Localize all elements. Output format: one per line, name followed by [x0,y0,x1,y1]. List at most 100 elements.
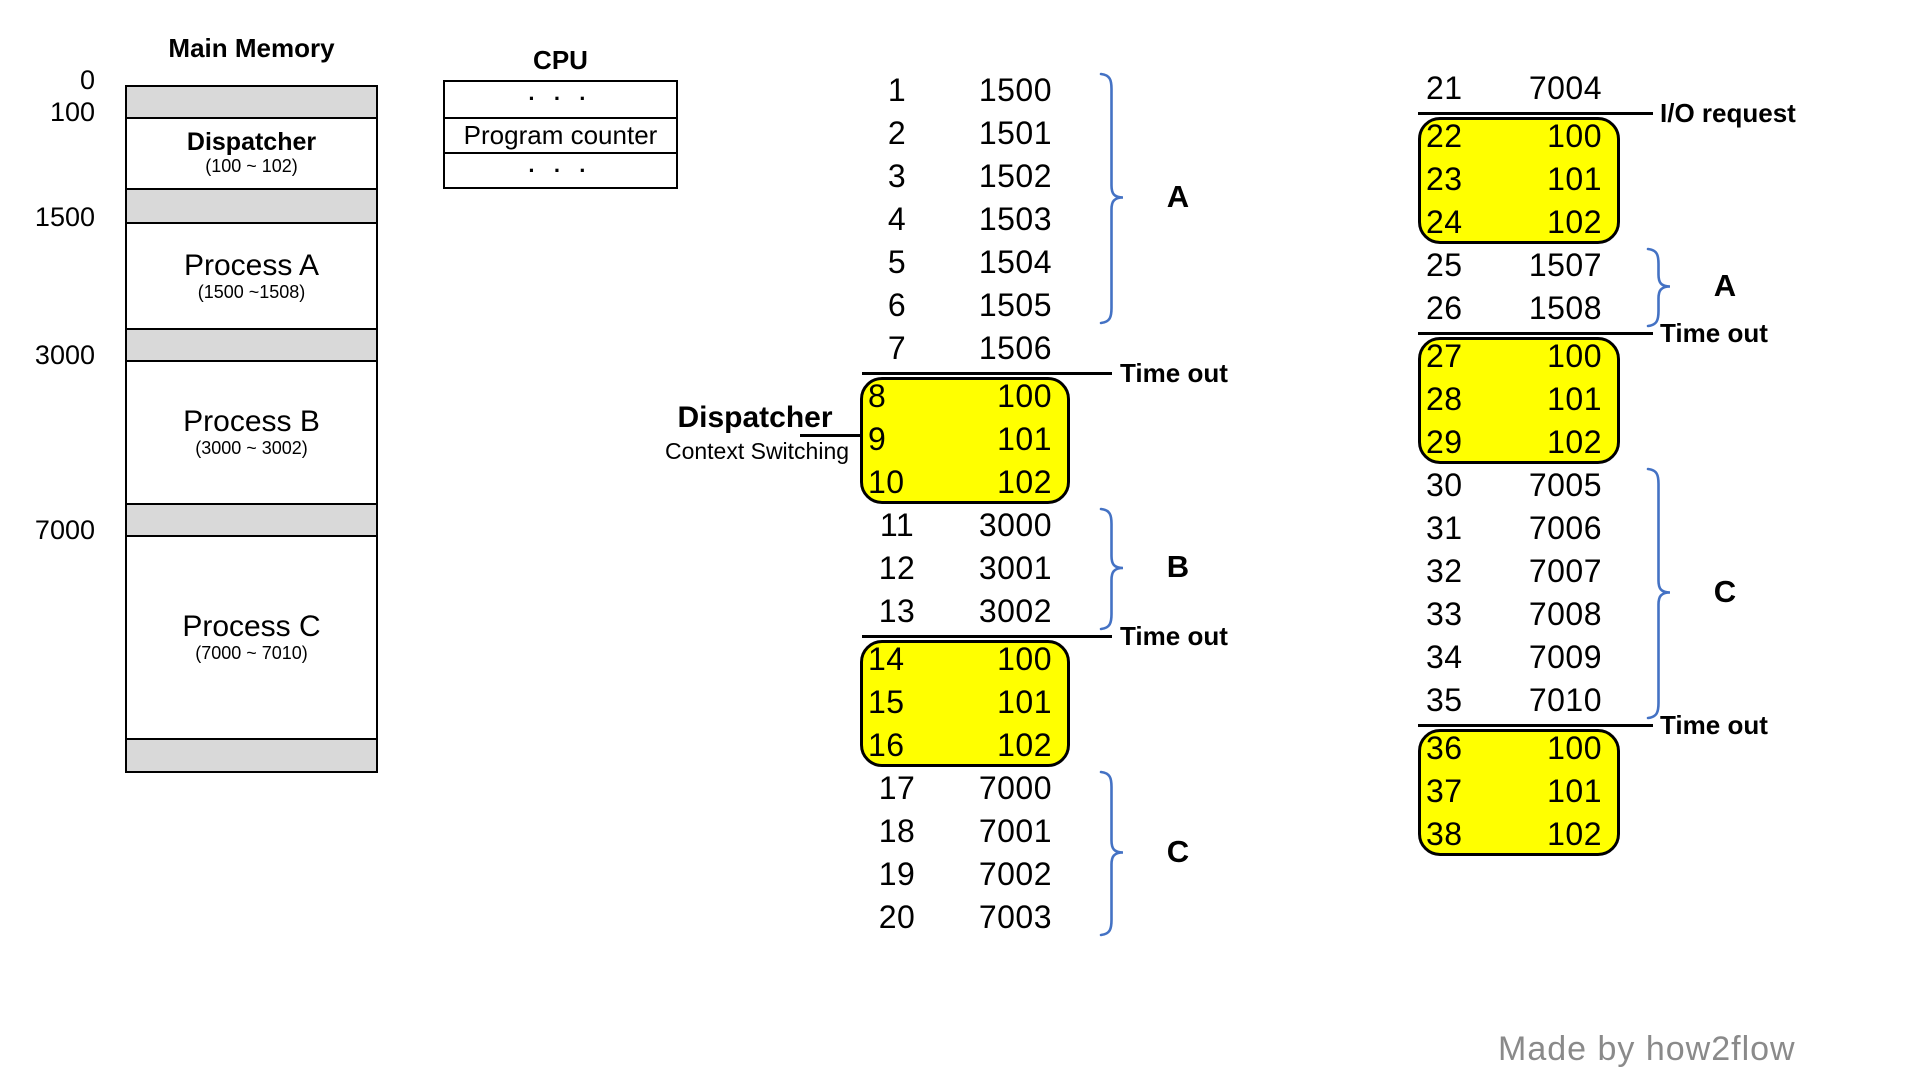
memory-segment-range: (3000 ~ 3002) [195,438,308,459]
watermark: Made by how2flow [1498,1030,1796,1068]
separator-line [1418,724,1653,727]
curly-brace-icon [1098,507,1126,631]
cpu-ellipsis-row: · · · [445,152,676,187]
memory-block-dispatcher: Dispatcher(100 ~ 102) [125,117,378,190]
curly-brace-icon [1645,467,1673,720]
cpu-title: CPU [533,45,588,75]
trace-step: 21 [1426,70,1463,106]
trace-value: 1505 [978,287,1052,323]
trace-value: 100 [1547,730,1602,766]
trace-value: 7004 [1528,70,1602,106]
trace-step: 1 [887,72,907,108]
trace-step: 38 [1426,816,1463,852]
memory-address-label: 3000 [34,340,95,370]
separator-line [1418,112,1653,115]
trace-step: 27 [1426,338,1463,374]
trace-value: 100 [1547,118,1602,154]
highlight-box [860,640,1070,767]
trace-step: 29 [1426,424,1463,460]
cpu-ellipsis-row: · · · [528,86,593,111]
memory-block-process-a: Process A(1500 ~1508) [125,222,378,330]
trace-value: 7002 [978,856,1052,892]
trace-step: 26 [1426,290,1463,326]
trace-step: 9 [868,421,887,457]
memory-address-label: 1500 [34,202,95,232]
trace-step: 19 [878,856,916,892]
process-group-label: C [1166,833,1190,869]
memory-address-label: 100 [49,97,95,127]
process-group-label: B [1166,549,1190,584]
separator-label: Time out [1660,710,1768,740]
trace-step: 20 [878,899,916,935]
memory-segment-range: (1500 ~1508) [197,281,306,302]
curly-brace-icon [1098,770,1126,937]
trace-value: 7003 [978,899,1052,935]
trace-step: 24 [1426,204,1463,240]
trace-value: 3001 [978,550,1052,586]
separator-line [862,635,1112,638]
trace-step: 34 [1426,639,1463,675]
trace-step: 36 [1426,730,1463,766]
cpu-program-counter-row: Program counter [445,117,676,152]
memory-segment-name: Process A [183,248,320,282]
separator-line [862,372,1112,375]
memory-block-gap [125,503,378,537]
dispatcher-connector-line [800,434,862,437]
memory-address-label: 7000 [34,515,95,545]
trace-step: 28 [1426,381,1463,417]
trace-value: 3000 [978,507,1052,543]
trace-step: 4 [887,201,907,237]
trace-value: 100 [1547,338,1602,374]
process-group-label: A [1713,267,1737,303]
trace-step: 13 [878,593,916,629]
trace-step: 30 [1426,467,1463,503]
trace-step: 12 [878,550,916,586]
trace-value: 102 [997,727,1052,763]
memory-block-process-c: Process C(7000 ~ 7010) [125,535,378,740]
memory-address-label: 0 [79,65,95,95]
highlight-box [1418,117,1620,244]
memory-segment-name: Process C [182,610,321,644]
trace-step: 16 [868,727,905,763]
trace-value: 1503 [978,201,1052,237]
process-group-label: C [1713,573,1737,609]
trace-step: 7 [887,330,907,366]
separator-label: I/O request [1660,98,1796,128]
trace-value: 100 [997,641,1052,677]
memory-title: Main Memory [168,33,335,63]
highlight-box [1418,337,1620,464]
cpu-box: · · ·Program counter· · · [443,80,678,189]
trace-step: 32 [1426,553,1463,589]
trace-step: 23 [1426,161,1463,197]
trace-value: 101 [1547,773,1602,809]
curly-brace-icon [1645,247,1673,328]
trace-value: 7010 [1528,682,1602,718]
trace-value: 7008 [1528,596,1602,632]
trace-value: 7005 [1528,467,1602,503]
trace-step: 3 [887,158,907,194]
trace-step: 2 [887,115,907,151]
trace-step: 31 [1426,510,1463,546]
trace-value: 1507 [1528,247,1602,283]
trace-value: 7001 [978,813,1052,849]
trace-value: 102 [1547,424,1602,460]
highlight-box [860,377,1070,504]
memory-segment-name: Process B [183,405,320,439]
trace-value: 7007 [1528,553,1602,589]
trace-step: 6 [887,287,907,323]
trace-step: 18 [878,813,916,849]
trace-value: 3002 [978,593,1052,629]
trace-value: 102 [997,464,1052,500]
trace-value: 1502 [978,158,1052,194]
trace-step: 33 [1426,596,1463,632]
memory-segment-range: (100 ~ 102) [205,156,298,177]
trace-value: 101 [997,421,1052,457]
trace-step: 11 [879,507,915,543]
trace-value: 102 [1547,204,1602,240]
process-group-label: A [1166,178,1190,214]
trace-step: 5 [887,244,907,280]
trace-value: 1508 [1528,290,1602,326]
trace-value: 101 [1547,161,1602,197]
separator-label: Time out [1120,358,1228,388]
